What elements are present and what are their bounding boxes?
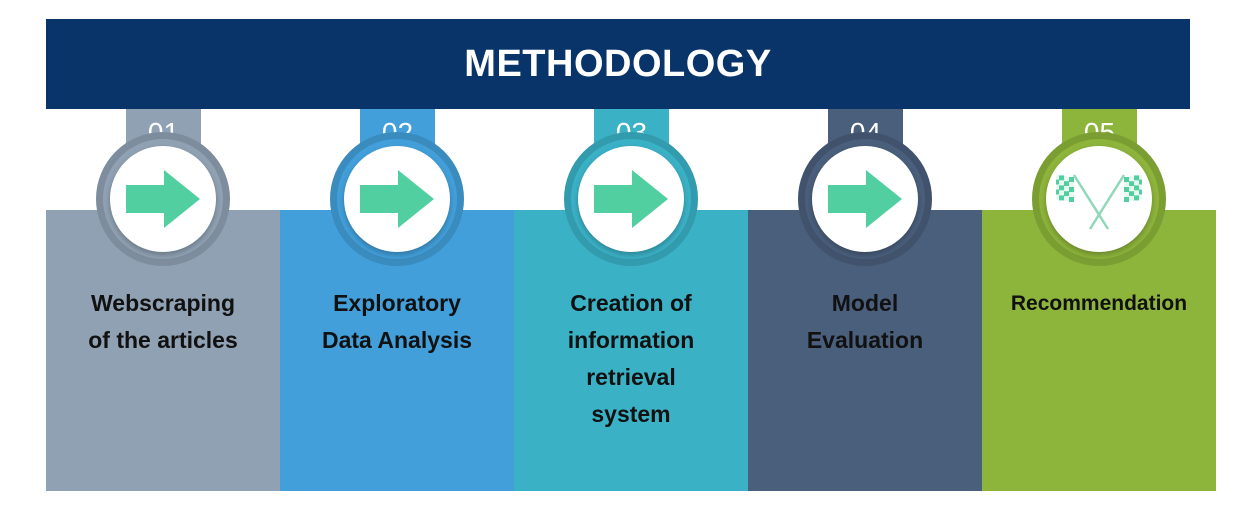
icon-disc [578,146,684,252]
step-label-line: Webscraping [91,290,235,316]
icon-disc [1046,146,1152,252]
step-label-line: Creation of [570,290,692,316]
step-label-line: Recommendation [1010,292,1188,315]
icon-disc [110,146,216,252]
step-label-line: retrieval [586,364,676,390]
step-label: Creation of information retrieval system [514,285,748,433]
step-05: 05Recommendation [982,109,1216,491]
step-label-line: system [591,401,671,427]
step-label-line: Exploratory [333,290,461,316]
page-title: METHODOLOGY [464,42,772,85]
arrow-right-icon [828,170,902,228]
step-04: 04ModelEvaluation [748,109,982,491]
step-label: Webscraping of the articles [46,285,280,359]
arrow-right-icon [126,170,200,228]
arrow-right-icon [594,170,668,228]
title-banner: METHODOLOGY [46,19,1190,109]
icon-disc [812,146,918,252]
step-01: 01Webscrapingof the articles [46,109,280,491]
step-label-line: information [567,327,695,353]
step-label-line: Model [831,290,899,316]
icon-disc [344,146,450,252]
step-label: Recommendation [982,285,1216,322]
step-label-line: Evaluation [806,327,924,353]
step-label-line: of the articles [88,327,238,353]
checkered-flags-icon [1056,174,1142,230]
step-label-line: Data Analysis [322,327,472,353]
step-02: 02ExploratoryData Analysis [280,109,514,491]
arrow-right-icon [360,170,434,228]
